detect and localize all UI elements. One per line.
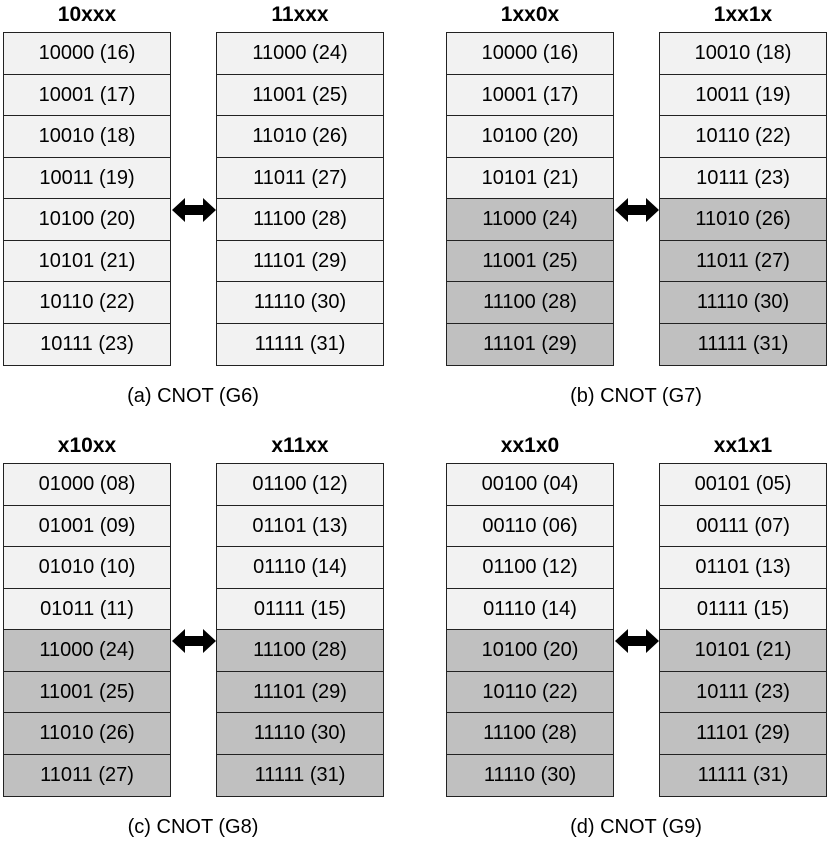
right-column-title: x11xx xyxy=(271,434,329,457)
state-cell: 00111 (07) xyxy=(660,505,826,547)
state-cell: 11100 (28) xyxy=(217,199,383,241)
state-cell: 11100 (28) xyxy=(217,630,383,672)
state-list: 01000 (08)01001 (09)01010 (10)01011 (11)… xyxy=(3,463,171,797)
state-cell: 11010 (26) xyxy=(4,713,170,755)
state-cell: 11110 (30) xyxy=(660,282,826,324)
state-cell: 10110 (22) xyxy=(660,116,826,158)
right-column-title: xx1x1 xyxy=(713,434,773,457)
state-list: 00100 (04)00110 (06)01100 (12)01110 (14)… xyxy=(446,463,614,797)
state-cell: 00101 (05) xyxy=(660,464,826,506)
panel-d: xx1x0 00100 (04)00110 (06)01100 (12)01110… xyxy=(446,433,830,854)
state-cell: 11010 (26) xyxy=(660,199,826,241)
state-cell: 00100 (04) xyxy=(447,464,613,506)
panel-c: x10xx 01000 (08)01001 (09)01010 (10)01011… xyxy=(3,433,418,854)
state-cell: 01000 (08) xyxy=(4,464,170,506)
state-cell: 11111 (31) xyxy=(660,323,826,365)
state-cell: 11000 (24) xyxy=(4,630,170,672)
panel-caption: (a) CNOT (G6) xyxy=(127,385,259,407)
left-column-title: 10xxx xyxy=(57,3,117,26)
state-cell: 10001 (17) xyxy=(4,74,170,116)
state-list: 01100 (12)01101 (13)01110 (14)01111 (15)… xyxy=(216,463,384,797)
state-cell: 10010 (18) xyxy=(4,116,170,158)
state-cell: 11011 (27) xyxy=(217,157,383,199)
state-cell: 10011 (19) xyxy=(660,74,826,116)
panel-caption: (b) CNOT (G7) xyxy=(570,385,702,407)
right-column-title: 1xx1x xyxy=(713,3,773,26)
state-cell: 01001 (09) xyxy=(4,505,170,547)
left-column-title: xx1x0 xyxy=(500,434,560,457)
state-list: 00101 (05)00111 (07)01101 (13)01111 (15)… xyxy=(659,463,827,797)
state-cell: 11111 (31) xyxy=(217,323,383,365)
state-cell: 11010 (26) xyxy=(217,116,383,158)
state-cell: 11001 (25) xyxy=(447,240,613,282)
state-cell: 11100 (28) xyxy=(447,713,613,755)
state-cell: 11000 (24) xyxy=(217,33,383,75)
state-cell: 10110 (22) xyxy=(447,671,613,713)
state-cell: 10101 (21) xyxy=(660,630,826,672)
state-cell: 01010 (10) xyxy=(4,547,170,589)
state-cell: 01011 (11) xyxy=(4,588,170,630)
state-cell: 11101 (29) xyxy=(217,240,383,282)
state-cell: 10001 (17) xyxy=(447,74,613,116)
state-cell: 10101 (21) xyxy=(4,240,170,282)
state-cell: 11100 (28) xyxy=(447,282,613,324)
state-cell: 11001 (25) xyxy=(217,74,383,116)
state-cell: 01100 (12) xyxy=(217,464,383,506)
state-cell: 01110 (14) xyxy=(447,588,613,630)
double-arrow-icon xyxy=(172,198,216,222)
state-cell: 10100 (20) xyxy=(447,630,613,672)
state-cell: 10000 (16) xyxy=(447,33,613,75)
state-cell: 11111 (31) xyxy=(217,754,383,796)
state-cell: 11011 (27) xyxy=(4,754,170,796)
state-cell: 11101 (29) xyxy=(217,671,383,713)
state-cell: 10000 (16) xyxy=(4,33,170,75)
state-cell: 10100 (20) xyxy=(447,116,613,158)
double-arrow-icon xyxy=(615,629,659,653)
state-cell: 11110 (30) xyxy=(217,713,383,755)
state-cell: 11000 (24) xyxy=(447,199,613,241)
state-cell: 11110 (30) xyxy=(217,282,383,324)
state-list: 10000 (16)10001 (17)10010 (18)10011 (19)… xyxy=(3,32,171,366)
double-arrow-icon xyxy=(172,629,216,653)
state-cell: 01100 (12) xyxy=(447,547,613,589)
double-arrow-icon xyxy=(615,198,659,222)
left-column-title: 1xx0x xyxy=(500,3,560,26)
state-list: 10010 (18)10011 (19)10110 (22)10111 (23)… xyxy=(659,32,827,366)
state-cell: 10111 (23) xyxy=(660,671,826,713)
left-column-title: x10xx xyxy=(57,434,117,457)
panel-caption: (c) CNOT (G8) xyxy=(127,816,259,838)
state-cell: 10101 (21) xyxy=(447,157,613,199)
right-column-title: 11xxx xyxy=(271,3,329,26)
state-cell: 11111 (31) xyxy=(660,754,826,796)
state-cell: 10010 (18) xyxy=(660,33,826,75)
state-cell: 10111 (23) xyxy=(4,323,170,365)
state-cell: 11001 (25) xyxy=(4,671,170,713)
state-cell: 10011 (19) xyxy=(4,157,170,199)
state-cell: 11101 (29) xyxy=(660,713,826,755)
state-cell: 01101 (13) xyxy=(660,547,826,589)
panel-caption: (d) CNOT (G9) xyxy=(570,816,702,838)
state-list: 11000 (24)11001 (25)11010 (26)11011 (27)… xyxy=(216,32,384,366)
state-cell: 11110 (30) xyxy=(447,754,613,796)
state-cell: 10111 (23) xyxy=(660,157,826,199)
state-cell: 01101 (13) xyxy=(217,505,383,547)
state-cell: 00110 (06) xyxy=(447,505,613,547)
panel-a: 10xxx 10000 (16)10001 (17)10010 (18)10011… xyxy=(3,2,418,423)
state-cell: 01111 (15) xyxy=(217,588,383,630)
state-cell: 01110 (14) xyxy=(217,547,383,589)
state-cell: 11101 (29) xyxy=(447,323,613,365)
state-list: 10000 (16)10001 (17)10100 (20)10101 (21)… xyxy=(446,32,614,366)
state-cell: 10110 (22) xyxy=(4,282,170,324)
state-cell: 10100 (20) xyxy=(4,199,170,241)
state-cell: 01111 (15) xyxy=(660,588,826,630)
state-cell: 11011 (27) xyxy=(660,240,826,282)
panel-b: 1xx0x 10000 (16)10001 (17)10100 (20)10101… xyxy=(446,2,830,423)
